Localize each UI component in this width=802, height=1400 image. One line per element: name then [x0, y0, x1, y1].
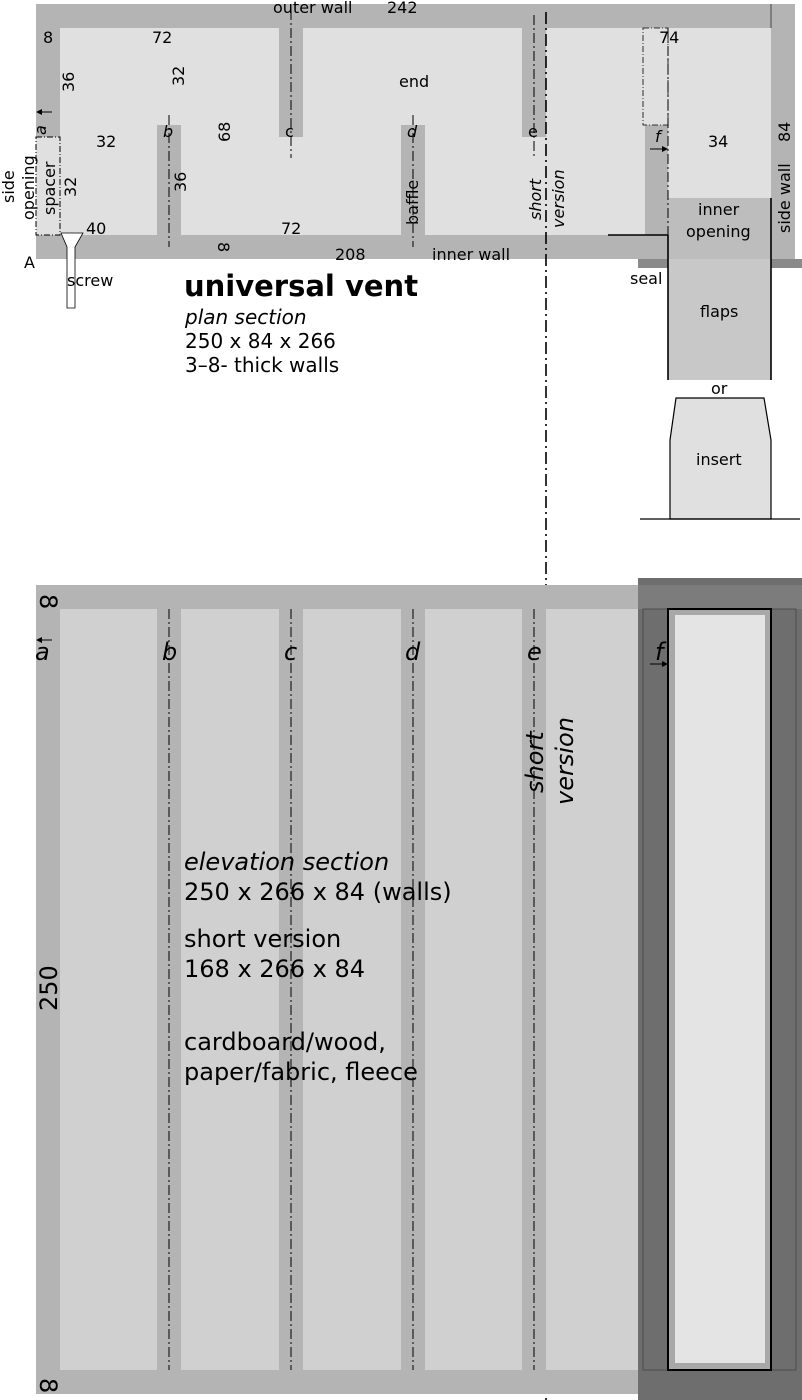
elevation-title: elevation section [184, 848, 389, 876]
dim-74: 74 [659, 28, 679, 47]
dim-36: 36 [59, 72, 78, 92]
inner-opening-label: opening [686, 222, 751, 241]
baffle-label: baffle [403, 180, 422, 225]
elevation-section: 8 8 250 a b c d e f short version elevat… [34, 578, 802, 1400]
short-version-label: short [526, 178, 545, 220]
inner-wall [36, 235, 668, 259]
flaps-label: flaps [700, 302, 738, 321]
left-wall [36, 28, 60, 137]
baffle-b [157, 125, 181, 235]
dim-34: 34 [708, 132, 728, 151]
dim-8: 8 [43, 28, 53, 47]
dim-68: 68 [215, 122, 234, 142]
inner-opening [668, 198, 771, 259]
short-version-title: short version [184, 925, 341, 953]
dim-242: 242 [387, 0, 418, 17]
dim-250: 250 [35, 965, 63, 1011]
short-version-label: version [551, 717, 579, 805]
dim-8: 8 [214, 242, 233, 252]
dim-36: 36 [171, 172, 190, 192]
arrow-a-icon [36, 109, 42, 115]
marker-a: a [35, 638, 50, 666]
marker-f: f [655, 127, 663, 146]
marker-d: d [405, 638, 421, 666]
diagram-title: universal vent [184, 269, 418, 303]
plan-subtitle: plan section [184, 305, 307, 329]
dim-72: 72 [152, 28, 172, 47]
baffle-f [645, 125, 668, 235]
marker-e: e [527, 638, 542, 666]
marker-c: c [284, 638, 297, 666]
screw-label: screw [67, 271, 113, 290]
materials-text: paper/fabric, fleece [184, 1058, 418, 1086]
inner-opening-label: inner [698, 200, 740, 219]
dim-8: 8 [34, 1378, 62, 1393]
flaps [668, 259, 771, 380]
insert-label: insert [696, 450, 742, 469]
inner-opening-panel [675, 615, 765, 1363]
corner-a-label: A [24, 253, 35, 272]
dim-40: 40 [86, 219, 106, 238]
plan-walls: 3–8- thick walls [185, 353, 339, 377]
arrow-f-icon [662, 146, 668, 152]
baffle-f-alt-position [642, 27, 669, 126]
outer-wall-label: outer wall [273, 0, 353, 17]
side-opening-label: opening [19, 155, 38, 220]
dim-72: 72 [281, 219, 301, 238]
inner-wall-label: inner wall [432, 245, 510, 264]
dim-32: 32 [61, 177, 80, 197]
seal-label: seal [630, 269, 662, 288]
spacer-label: spacer [40, 161, 59, 215]
dim-84: 84 [775, 122, 794, 142]
end-label: end [399, 72, 429, 91]
marker-b: b [163, 122, 173, 141]
arrow-a-icon [36, 637, 42, 643]
dim-208: 208 [335, 245, 366, 264]
side-opening-label: side [0, 170, 18, 203]
side-wall-label: side wall [775, 163, 794, 233]
marker-d: d [407, 122, 418, 141]
marker-c: c [285, 122, 294, 141]
outer-wall [36, 4, 795, 28]
short-version-dimensions: 168 x 266 x 84 [184, 955, 365, 983]
arrow-f-icon [662, 661, 668, 667]
spacer [35, 136, 61, 236]
marker-e: e [528, 122, 538, 141]
side-wall [771, 4, 795, 259]
screw [60, 232, 84, 309]
marker-b: b [162, 638, 177, 666]
elevation-dimensions: 250 x 266 x 84 (walls) [184, 878, 452, 906]
dim-32: 32 [96, 132, 116, 151]
dim-32: 32 [169, 66, 188, 86]
baffle-d [401, 125, 425, 235]
dim-8: 8 [34, 594, 62, 609]
short-version-label: version [549, 169, 568, 228]
or-label: or [711, 379, 728, 398]
marker-a: a [31, 125, 50, 135]
short-version-label: short [521, 730, 549, 793]
materials-text: cardboard/wood, [184, 1028, 386, 1056]
plan-dimensions: 250 x 84 x 266 [185, 329, 336, 353]
